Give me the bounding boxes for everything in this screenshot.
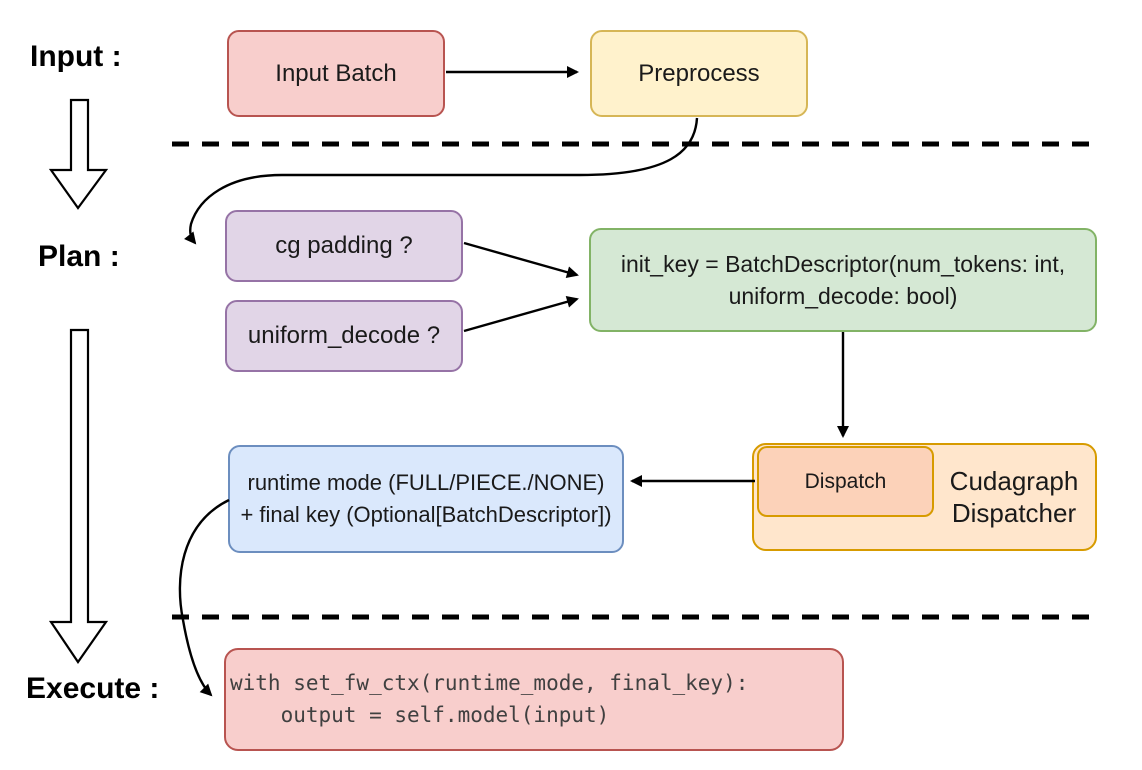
node-cg-padding: cg padding ? [225,210,463,282]
node-runtime-mode-line2: + final key (Optional[BatchDescriptor]) [240,502,612,527]
node-runtime-mode-line1: runtime mode (FULL/PIECE./NONE) [247,470,605,496]
node-cg-padding-label: cg padding ? [275,232,413,259]
arrow-runtime-mode-to-execute-code [178,498,230,697]
node-preprocess: Preprocess [590,30,808,117]
node-cudagraph-dispatcher-label: Cudagraph Dispatcher [930,459,1098,535]
arrow-uniform-decode-to-init-key [463,295,579,333]
hollow-arrow-plan-to-execute-icon [48,328,109,664]
node-dispatch-label: Dispatch [804,469,887,493]
cudagraph-dispatcher-line1: Cudagraph [949,465,1079,496]
node-execute-code: with set_fw_ctx(runtime_mode, final_key)… [224,648,844,751]
node-uniform-decode-label: uniform_decode ? [247,322,441,349]
cudagraph-dispatcher-line2: Dispatcher [951,498,1077,528]
node-input-batch: Input Batch [227,30,445,117]
node-input-batch-label: Input Batch [275,59,397,87]
node-init-key: init_key = BatchDescriptor(num_tokens: i… [589,228,1097,332]
node-preprocess-label: Preprocess [638,59,760,87]
node-runtime-mode: runtime mode (FULL/PIECE./NONE) + final … [228,445,624,553]
execute-code-line1: with set_fw_ctx(runtime_mode, final_key)… [230,671,749,695]
arrow-cg-padding-to-init-key [463,241,579,279]
node-init-key-line1: init_key = BatchDescriptor(num_tokens: i… [620,250,1066,277]
node-init-key-line2: uniform_decode: bool) [728,283,958,309]
node-dispatch: Dispatch [757,446,934,517]
section-label-plan: Plan : [38,240,120,273]
hollow-arrow-input-to-plan-icon [48,98,109,210]
execute-code-line2: output = self.model(input) [230,702,610,727]
node-uniform-decode: uniform_decode ? [225,300,463,372]
section-label-execute: Execute : [26,672,160,705]
section-label-input: Input : [30,40,122,73]
